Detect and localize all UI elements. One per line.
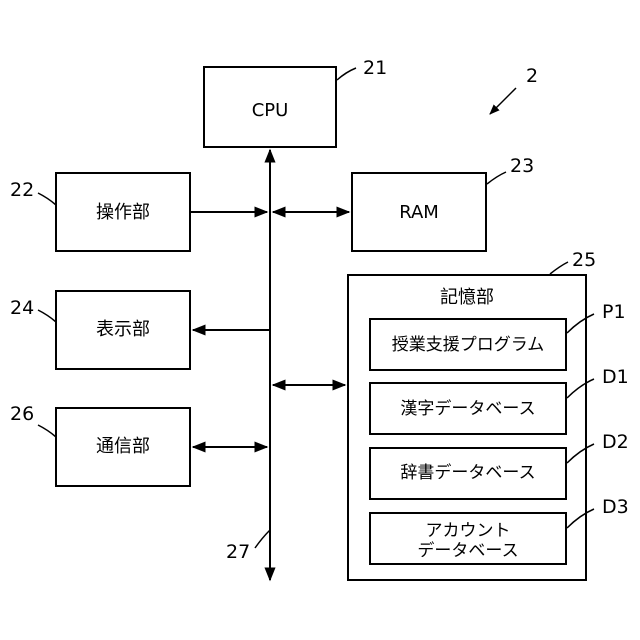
display-block: 表示部	[56, 291, 190, 369]
display-label: 表示部	[96, 319, 150, 340]
storage-ref-leader	[550, 262, 568, 274]
figure-ref-arrow	[490, 88, 516, 114]
storage-item-ref: P1	[602, 301, 626, 323]
operation-label: 操作部	[96, 202, 150, 223]
storage-item-label: 辞書データベース	[400, 462, 535, 483]
storage-item-label: 漢字データベース	[400, 398, 535, 419]
storage-item-label-line2: データベース	[417, 540, 518, 561]
operation-block: 操作部	[56, 173, 190, 251]
storage-item-label: 授業支援プログラム	[392, 335, 545, 355]
storage-item-account-db: アカウント データベース	[370, 513, 566, 564]
storage-label: 記憶部	[440, 287, 494, 308]
storage-item-dictionary-db: 辞書データベース	[370, 448, 566, 499]
communication-block: 通信部	[56, 408, 190, 486]
display-ref: 24	[10, 297, 34, 319]
bus-ref-leader	[255, 530, 270, 548]
cpu-ref: 21	[363, 57, 387, 79]
operation-ref-leader	[38, 193, 56, 205]
cpu-block: CPU	[204, 67, 336, 147]
ram-ref-leader	[487, 172, 506, 184]
operation-ref: 22	[10, 179, 34, 201]
storage-ref: 25	[572, 249, 596, 271]
storage-item-ref: D2	[602, 431, 629, 453]
communication-label: 通信部	[96, 436, 150, 457]
ram-label: RAM	[399, 202, 439, 223]
figure-ref-label: 2	[526, 65, 538, 87]
storage-item-ref: D1	[602, 366, 629, 388]
ram-ref: 23	[510, 155, 534, 177]
storage-item-label-line1: アカウント	[426, 521, 511, 541]
cpu-label: CPU	[252, 100, 289, 121]
display-ref-leader	[38, 310, 56, 322]
ram-block: RAM	[352, 173, 486, 251]
cpu-ref-leader	[337, 68, 356, 80]
storage-item-program: 授業支援プログラム	[370, 319, 566, 370]
bus-ref: 27	[226, 541, 250, 563]
storage-item-kanji-db: 漢字データベース	[370, 383, 566, 434]
communication-ref: 26	[10, 403, 34, 425]
communication-ref-leader	[38, 425, 56, 437]
storage-item-ref: D3	[602, 496, 629, 518]
